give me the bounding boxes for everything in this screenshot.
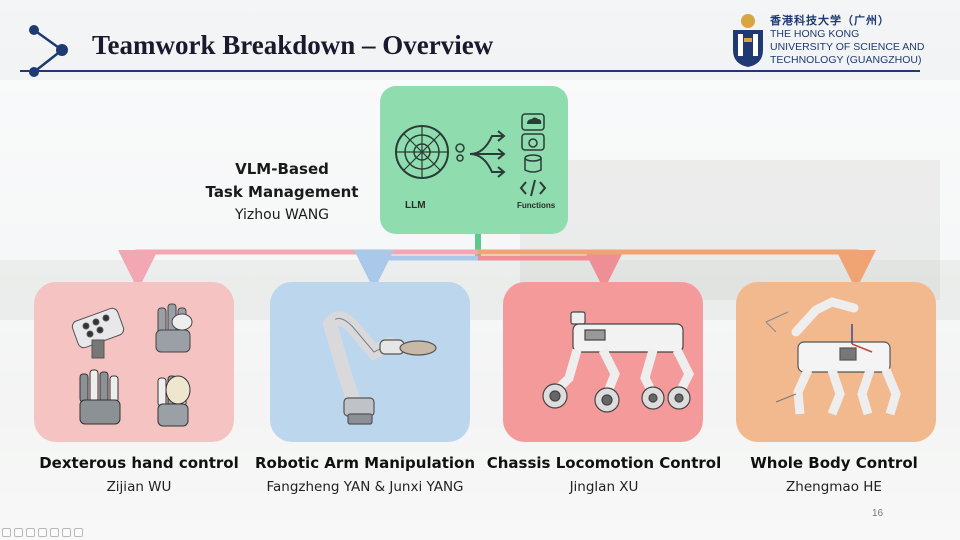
- card-robotic-arm: [270, 282, 470, 442]
- legged-manipulator-robot-image: [765, 297, 901, 416]
- slide-title: Teamwork Breakdown – Overview: [92, 30, 494, 60]
- caption-person: Fangzheng YAN & Junxi YANG: [266, 479, 464, 495]
- university-crest-icon: [733, 14, 763, 67]
- caption-title: Whole Body Control: [750, 454, 918, 472]
- cloud-icon: [521, 113, 545, 131]
- functions-label: Functions: [517, 201, 556, 210]
- caption-title: Robotic Arm Manipulation: [254, 454, 476, 472]
- gear-link-icon: [455, 143, 465, 162]
- pen-icon[interactable]: [26, 528, 35, 537]
- task-management-block: VLM-Based Task Management Yizhou WANG: [198, 158, 366, 226]
- card-dexterous-hand: [34, 282, 234, 442]
- code-brackets-icon: [519, 179, 547, 197]
- more-options-icon[interactable]: [74, 528, 83, 537]
- zoom-icon[interactable]: [50, 528, 59, 537]
- hand-1: [71, 307, 125, 359]
- caption-chassis-locomotion: Chassis Locomotion Control Jinglan XU: [486, 452, 722, 498]
- caption-whole-body-control: Whole Body Control Zhengmao HE: [734, 452, 934, 498]
- database-icon: [524, 154, 542, 173]
- caption-person: Jinglan XU: [569, 479, 639, 495]
- branching-arrows-icon: [469, 130, 506, 178]
- hkust-gz-logo: 香港科技大学（广州） THE HONG KONG UNIVERSITY OF S…: [730, 12, 930, 72]
- connector-to-hand: [118, 249, 478, 290]
- llm-functions-box: [380, 86, 568, 234]
- network-nodes-icon: [29, 25, 68, 77]
- brain-network-icon: [395, 125, 449, 179]
- task-management-line-2: Task Management: [205, 183, 359, 201]
- previous-slide-icon[interactable]: [2, 528, 11, 537]
- card-chassis-locomotion: [503, 282, 703, 442]
- slideshow-toolbar: [2, 528, 83, 537]
- hand-2: [155, 303, 193, 353]
- caption-dexterous-hand: Dexterous hand control Zijian WU: [34, 452, 244, 498]
- caption-robotic-arm: Robotic Arm Manipulation Fangzheng YAN &…: [250, 452, 480, 498]
- logo-chinese-name: 香港科技大学（广州）: [770, 14, 890, 27]
- robot-hand-image: [71, 303, 193, 427]
- connector-to-chassis: [478, 250, 624, 290]
- llm-label: LLM: [405, 200, 426, 211]
- caption-title: Dexterous hand control: [39, 454, 239, 472]
- connector-to-wholebody: [478, 249, 876, 290]
- task-management-person: Yizhou WANG: [234, 207, 330, 223]
- caption-title: Chassis Locomotion Control: [486, 454, 722, 472]
- settings-window-icon: [521, 133, 545, 151]
- next-slide-icon[interactable]: [14, 528, 23, 537]
- slides-grid-icon[interactable]: [38, 528, 47, 537]
- wheeled-robot-dog-image: [542, 311, 695, 413]
- logo-line-3: TECHNOLOGY (GUANGZHOU): [770, 54, 922, 66]
- robotic-arm-image: [323, 311, 437, 425]
- connector-to-arm: [354, 250, 478, 290]
- logo-line-2: UNIVERSITY OF SCIENCE AND: [770, 41, 925, 53]
- logo-line-1: THE HONG KONG: [770, 28, 860, 40]
- llm-diagram-icons: [395, 113, 547, 197]
- page-number: 16: [872, 508, 884, 519]
- subtitles-icon[interactable]: [62, 528, 71, 537]
- hand-3: [79, 369, 121, 425]
- title-underline: [20, 70, 920, 72]
- task-management-line-1: VLM-Based: [235, 160, 329, 178]
- caption-person: Zijian WU: [106, 479, 172, 495]
- arm-body: [323, 311, 437, 425]
- caption-person: Zhengmao HE: [786, 479, 882, 495]
- card-whole-body-control: [736, 282, 936, 442]
- hand-4: [157, 375, 191, 427]
